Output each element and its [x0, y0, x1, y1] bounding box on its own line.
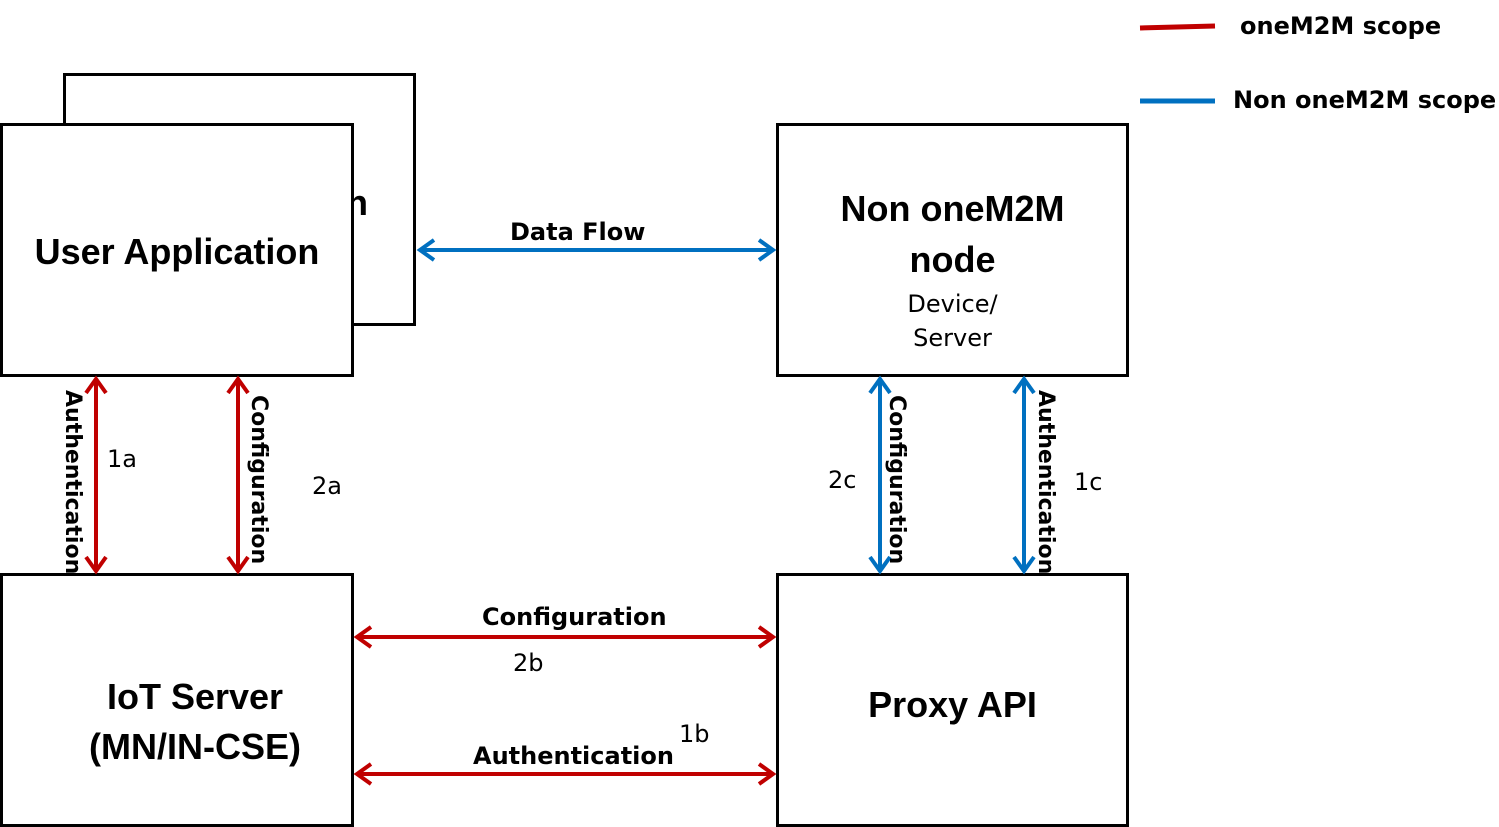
non-onem2m-node-title-line1: Non oneM2M: [840, 188, 1065, 229]
non-onem2m-node-title-line2: node: [909, 239, 996, 280]
config-2b-id: 2b: [513, 649, 544, 677]
iot-server-title-line1: IoT Server: [106, 676, 284, 717]
non-onem2m-node-box: Non oneM2M node Device/ Server: [776, 123, 1129, 377]
proxy-api-title: Proxy API: [868, 684, 1037, 725]
non-onem2m-node-sub-line1: Device/: [907, 290, 998, 318]
iot-server-box: IoT Server (MN/IN-CSE): [0, 573, 354, 827]
legend-onem2m-line: [1139, 23, 1216, 31]
auth-1b-id: 1b: [679, 720, 710, 748]
config-2b-label: Configuration: [482, 603, 667, 631]
auth-1b-arrow: [353, 762, 777, 786]
auth-1c-arrow: [1012, 375, 1036, 575]
user-application-box: User Application: [0, 123, 354, 377]
legend-non-onem2m-label: Non oneM2M scope: [1233, 86, 1497, 114]
auth-1a-id: 1a: [107, 445, 137, 473]
proxy-api-box: Proxy API: [776, 573, 1129, 827]
auth-1b-label: Authentication: [473, 742, 674, 770]
config-2a-arrow: [226, 375, 250, 575]
config-2a-id: 2a: [312, 472, 342, 500]
config-2a-label: Configuration: [246, 395, 271, 565]
data-flow-label: Data Flow: [510, 218, 646, 246]
config-2c-id: 2c: [828, 466, 857, 494]
auth-1a-arrow: [84, 375, 108, 575]
auth-1a-label: Authentication: [60, 390, 85, 575]
data-flow-arrow: [416, 238, 777, 262]
config-2b-arrow: [353, 625, 777, 649]
config-2c-arrow: [868, 375, 892, 575]
config-2c-label: Configuration: [884, 395, 909, 565]
iot-server-title-line2: (MN/IN-CSE): [89, 726, 301, 767]
legend-onem2m-label: oneM2M scope: [1240, 12, 1442, 40]
non-onem2m-node-sub-line2: Server: [913, 324, 992, 352]
user-application-title: User Application: [34, 231, 320, 272]
auth-1c-id: 1c: [1074, 468, 1103, 496]
auth-1c-label: Authentication: [1033, 390, 1058, 575]
